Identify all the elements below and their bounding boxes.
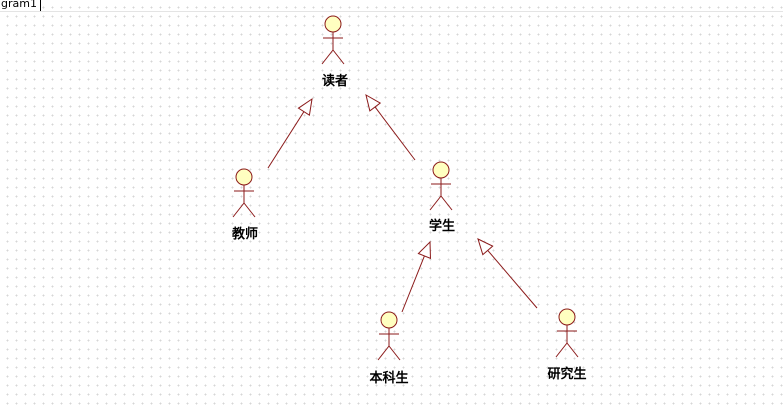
actor-head bbox=[558, 308, 576, 326]
generalization-student-reader[interactable] bbox=[365, 93, 416, 161]
actor-left-leg bbox=[377, 345, 390, 361]
actor-graduate[interactable]: 研究生 bbox=[547, 308, 587, 382]
generalization-arrowhead bbox=[477, 238, 494, 256]
actor-right-leg bbox=[440, 195, 453, 211]
generalization-teacher-reader[interactable] bbox=[267, 97, 313, 169]
actor-left-leg bbox=[321, 49, 334, 65]
actor-right-leg bbox=[332, 49, 345, 65]
generalization-graduate-student[interactable] bbox=[477, 238, 538, 309]
actor-reader[interactable]: 读者 bbox=[321, 15, 348, 89]
actor-label: 读者 bbox=[322, 73, 348, 89]
generalization-line[interactable] bbox=[267, 111, 305, 169]
generalization-line[interactable] bbox=[401, 255, 425, 313]
generalization-arrowhead bbox=[417, 240, 431, 260]
actor-label: 研究生 bbox=[547, 366, 586, 382]
generalization-edges bbox=[267, 93, 538, 313]
actor-right-leg bbox=[243, 202, 256, 218]
actor-right-leg bbox=[566, 342, 579, 358]
generalization-arrowhead bbox=[365, 93, 382, 112]
actor-head bbox=[380, 311, 398, 329]
actor-teacher[interactable]: 教师 bbox=[231, 168, 258, 242]
diagram-tab[interactable]: gram1 bbox=[0, 0, 41, 11]
actor-left-leg bbox=[429, 195, 442, 211]
actor-left-leg bbox=[232, 202, 245, 218]
actor-label: 本科生 bbox=[369, 370, 408, 386]
generalization-undergrad-student[interactable] bbox=[401, 240, 431, 313]
actor-label: 教师 bbox=[231, 226, 258, 242]
actor-head bbox=[432, 161, 450, 179]
actor-head bbox=[324, 15, 342, 33]
diagram-tab-strip: gram1 bbox=[0, 0, 783, 12]
actor-undergrad[interactable]: 本科生 bbox=[369, 311, 409, 386]
actor-head bbox=[235, 168, 253, 186]
generalization-arrowhead bbox=[297, 97, 313, 116]
actor-label: 学生 bbox=[429, 218, 455, 234]
actor-right-leg bbox=[388, 345, 401, 361]
actor-student[interactable]: 学生 bbox=[429, 161, 455, 234]
generalization-line[interactable] bbox=[487, 250, 538, 309]
actor-left-leg bbox=[555, 342, 568, 358]
generalization-line[interactable] bbox=[374, 106, 416, 161]
